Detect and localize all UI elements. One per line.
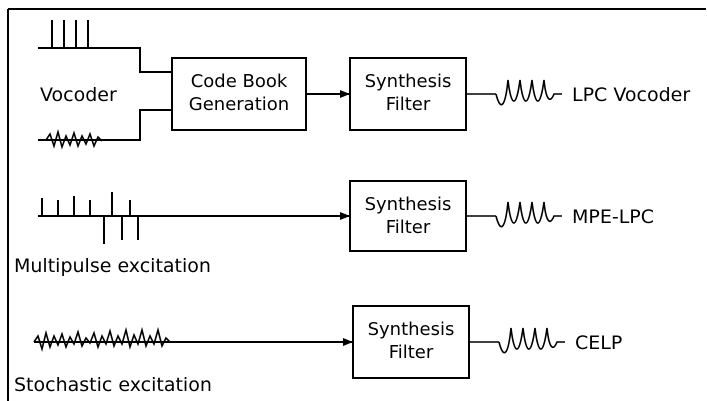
filter-label-line1: Synthesis bbox=[365, 71, 452, 92]
filter-label-line2: Filter bbox=[386, 217, 431, 238]
filter-label-line1: Synthesis bbox=[368, 319, 455, 340]
celp-label: CELP bbox=[575, 332, 622, 354]
stochastic-excitation-label: Stochastic excitation bbox=[14, 374, 212, 396]
row-mpe-lpc: Multipulse excitation Synthesis Filter M… bbox=[14, 180, 654, 277]
pulse-train-icon bbox=[38, 20, 172, 73]
filter-label-line2: Filter bbox=[386, 94, 431, 115]
filter-label-line2: Filter bbox=[389, 342, 434, 363]
noise-signal-icon bbox=[38, 109, 172, 141]
lpc-vocoder-label: LPC Vocoder bbox=[572, 84, 690, 106]
codebook-label-line1: Code Book bbox=[191, 71, 288, 92]
vocoder-label: Vocoder bbox=[40, 84, 117, 106]
codebook-label-line2: Generation bbox=[189, 94, 289, 115]
output-waveform-icon-3 bbox=[469, 327, 565, 354]
row-celp: Stochastic excitation Synthesis Filter C… bbox=[14, 305, 622, 396]
codebook-generation-box bbox=[171, 57, 307, 131]
filter-label-line1: Synthesis bbox=[365, 194, 452, 215]
output-waveform-icon-1 bbox=[466, 79, 562, 106]
synthesis-filter-box-2 bbox=[349, 180, 467, 252]
multipulse-excitation-label: Multipulse excitation bbox=[14, 255, 211, 277]
row-lpc-vocoder: Vocoder Code Book Generation Synthesis F… bbox=[38, 20, 690, 150]
mpe-lpc-label: MPE-LPC bbox=[572, 206, 654, 228]
stochastic-signal-icon bbox=[33, 326, 171, 352]
synthesis-filter-box-1 bbox=[349, 57, 467, 131]
noise-squiggle-icon bbox=[45, 128, 103, 150]
output-waveform-icon-2 bbox=[466, 201, 562, 228]
multipulse-signal-icon bbox=[38, 192, 349, 244]
